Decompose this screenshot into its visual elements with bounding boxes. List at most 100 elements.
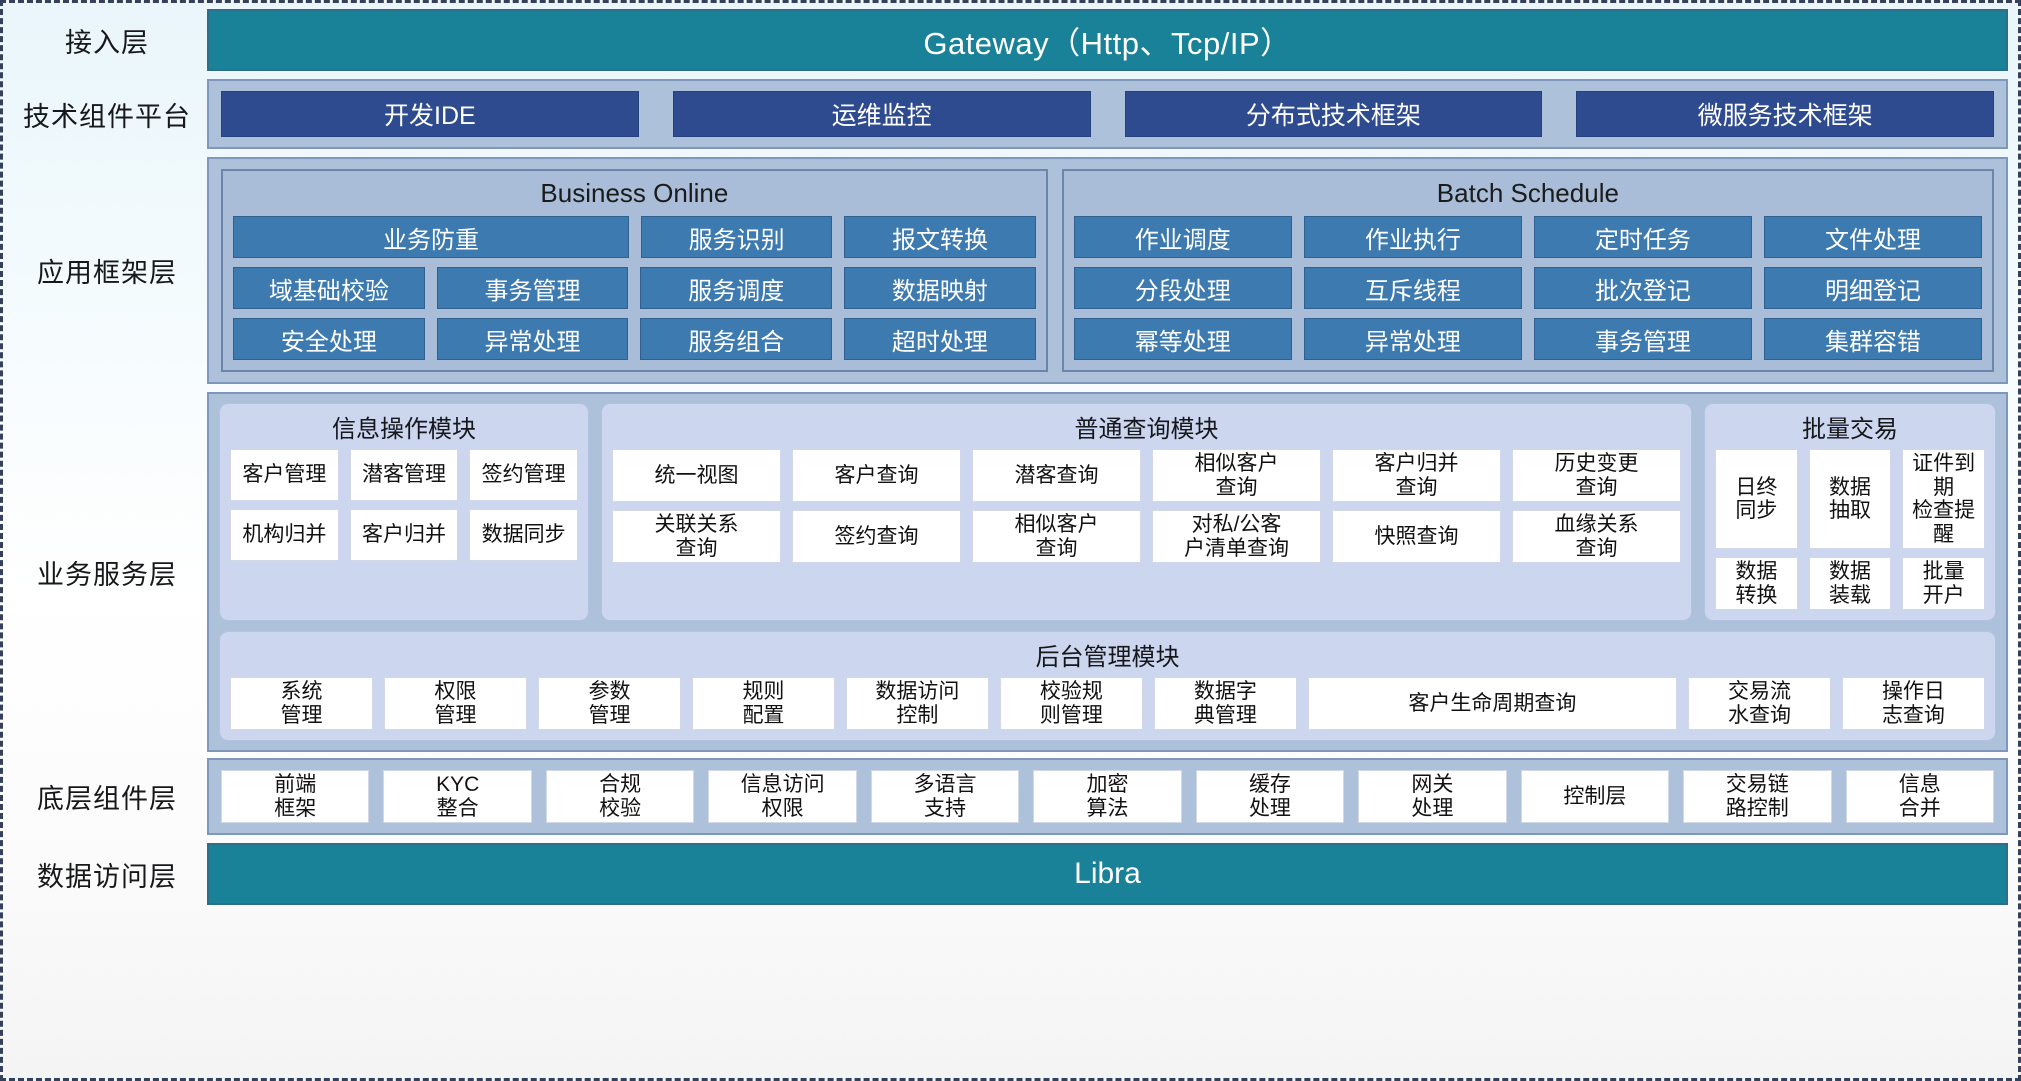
cell-idempotent-processing[interactable]: 幂等处理 [1073, 318, 1292, 360]
cell-data-mapping[interactable]: 数据映射 [844, 267, 1036, 309]
cell-control-layer[interactable]: 控制层 [1520, 770, 1670, 824]
cell-domain-validation[interactable]: 域基础校验 [233, 267, 425, 309]
cell-business-dedup[interactable]: 业务防重 [233, 216, 629, 258]
layer-label-access: 接入层 [65, 27, 149, 59]
cell-transaction-flow-query[interactable]: 交易流 水查询 [1687, 677, 1831, 731]
cell-unified-view[interactable]: 统一视图 [612, 449, 781, 503]
cell-kyc-integration[interactable]: KYC 整合 [383, 770, 532, 824]
grid-row: 作业调度 作业执行 定时任务 文件处理 [1073, 216, 1982, 258]
cell-service-scheduling[interactable]: 服务调度 [640, 267, 833, 309]
cell-data-sync[interactable]: 数据同步 [469, 509, 579, 561]
spacer [7, 835, 2008, 843]
tech-button-ops-monitor[interactable]: 运维监控 [672, 91, 1091, 137]
cell-info-access-permission[interactable]: 信息访问 权限 [708, 770, 857, 824]
cell-prospect-management[interactable]: 潜客管理 [349, 449, 459, 501]
cell-data-load[interactable]: 数据 装载 [1808, 557, 1892, 611]
cell-data-access-control[interactable]: 数据访问 控制 [845, 677, 989, 731]
cell-transaction-link-control[interactable]: 交易链 路控制 [1683, 770, 1832, 824]
module-row: 关联关系 查询 签约查询 相似客户 查询 对私/公客 户清单查询 快照查询 血缘… [612, 510, 1681, 564]
cell-batch-registration[interactable]: 批次登记 [1533, 267, 1752, 309]
cell-service-composition[interactable]: 服务组合 [640, 318, 833, 360]
cell-detail-registration[interactable]: 明细登记 [1763, 267, 1982, 309]
layer-body-business-service: 信息操作模块 客户管理 潜客管理 签约管理 机构归并 客户归并 数据同步 [207, 392, 2008, 753]
cell-encryption-algorithm[interactable]: 加密 算法 [1033, 770, 1182, 824]
cell-relationship-query[interactable]: 关联关系 查询 [612, 510, 781, 564]
cell-rule-configuration[interactable]: 规则 配置 [691, 677, 835, 731]
cell-mutex-thread[interactable]: 互斥线程 [1303, 267, 1522, 309]
tech-button-distributed-framework[interactable]: 分布式技术框架 [1124, 91, 1543, 137]
cell-operation-log-query[interactable]: 操作日 志查询 [1841, 677, 1985, 731]
layer-access: 接入层 Gateway（Http、Tcp/IP） [7, 9, 2008, 71]
cell-cache-processing[interactable]: 缓存 处理 [1195, 770, 1345, 824]
cell-batch-exception-processing[interactable]: 异常处理 [1303, 318, 1522, 360]
app-framework-panel: Business Online 业务防重 服务识别 报文转换 域基础校验 事务管… [207, 157, 2008, 384]
layer-body-bottom-component: 前端 框架 KYC 整合 合规 校验 信息访问 权限 多语言 支持 加密 算法 … [207, 758, 2008, 836]
tech-button-ide[interactable]: 开发IDE [221, 91, 639, 137]
cell-customer-merge-query[interactable]: 客户归并 查询 [1332, 449, 1501, 503]
cell-customer-query[interactable]: 客户查询 [792, 449, 961, 503]
layer-data-access: 数据访问层 Libra [7, 843, 2008, 906]
cell-data-extract[interactable]: 数据 抽取 [1808, 449, 1892, 550]
cell-lineage-query[interactable]: 血缘关系 查询 [1512, 510, 1681, 564]
grid-row: 分段处理 互斥线程 批次登记 明细登记 [1073, 267, 1982, 309]
module-grid-batch-transaction: 日终 同步 数据 抽取 证件到期 检查提醒 数据 转换 数据 装载 批量 开户 [1715, 449, 1986, 611]
cell-similar-customer-query[interactable]: 相似客户 查询 [1152, 449, 1321, 503]
cell-similar-customer-query-2[interactable]: 相似客户 查询 [972, 510, 1141, 564]
layer-app-framework: 应用框架层 Business Online 业务防重 服务识别 报文转换 域基础… [7, 157, 2008, 384]
cell-segment-processing[interactable]: 分段处理 [1073, 267, 1292, 309]
cell-snapshot-query[interactable]: 快照查询 [1332, 510, 1501, 564]
cell-certificate-expiry-reminder[interactable]: 证件到期 检查提醒 [1902, 449, 1986, 550]
cell-retail-corporate-list-query[interactable]: 对私/公客 户清单查询 [1152, 510, 1321, 564]
cell-contract-query[interactable]: 签约查询 [792, 510, 961, 564]
cell-batch-transaction-management[interactable]: 事务管理 [1533, 318, 1752, 360]
cell-service-identify[interactable]: 服务识别 [640, 216, 833, 258]
cell-timeout-processing[interactable]: 超时处理 [844, 318, 1036, 360]
cell-system-management[interactable]: 系统 管理 [230, 677, 373, 731]
cell-prospect-query[interactable]: 潜客查询 [972, 449, 1141, 503]
cell-customer-merge[interactable]: 客户归并 [349, 509, 459, 561]
module-title-general-query: 普通查询模块 [1074, 416, 1219, 443]
group-grid-business-online: 业务防重 服务识别 报文转换 域基础校验 事务管理 服务调度 数据映射 安全处理 [233, 216, 1036, 360]
gateway-bar: Gateway（Http、Tcp/IP） [207, 9, 2008, 71]
cell-permission-management[interactable]: 权限 管理 [383, 677, 527, 731]
module-row: 日终 同步 数据 抽取 证件到期 检查提醒 [1715, 449, 1986, 550]
cell-org-merge[interactable]: 机构归并 [230, 509, 339, 561]
cell-job-scheduling[interactable]: 作业调度 [1073, 216, 1292, 258]
cell-parameter-management[interactable]: 参数 管理 [537, 677, 681, 731]
cell-batch-account-opening[interactable]: 批量 开户 [1902, 557, 1986, 611]
module-row: 客户管理 潜客管理 签约管理 [230, 449, 579, 501]
grid-row: 幂等处理 异常处理 事务管理 集群容错 [1073, 318, 1982, 360]
cell-validation-rule-management[interactable]: 校验规 则管理 [999, 677, 1143, 731]
cell-security-processing[interactable]: 安全处理 [233, 318, 425, 360]
cell-gateway-processing[interactable]: 网关 处理 [1358, 770, 1507, 824]
cell-history-change-query[interactable]: 历史变更 查询 [1512, 449, 1681, 503]
module-general-query: 普通查询模块 统一视图 客户查询 潜客查询 相似客户 查询 客户归并 查询 历史… [601, 403, 1692, 622]
cell-frontend-framework[interactable]: 前端 框架 [221, 770, 370, 824]
cell-message-transform[interactable]: 报文转换 [844, 216, 1036, 258]
cell-data-dictionary-management[interactable]: 数据字 典管理 [1153, 677, 1297, 731]
cell-customer-lifecycle-query[interactable]: 客户生命周期查询 [1307, 677, 1677, 731]
cell-info-merge[interactable]: 信息 合并 [1845, 770, 1994, 824]
cell-exception-processing[interactable]: 异常处理 [436, 318, 629, 360]
spacer [7, 71, 2008, 79]
grid-row: 域基础校验 事务管理 服务调度 数据映射 [233, 267, 1036, 309]
module-row: 数据 转换 数据 装载 批量 开户 [1715, 557, 1986, 611]
cell-compliance-validation[interactable]: 合规 校验 [545, 770, 695, 824]
module-row: 机构归并 客户归并 数据同步 [230, 509, 579, 561]
module-info-operation: 信息操作模块 客户管理 潜客管理 签约管理 机构归并 客户归并 数据同步 [219, 403, 589, 622]
group-title-business-online: Business Online [540, 178, 729, 208]
tech-button-microservice-framework[interactable]: 微服务技术框架 [1576, 91, 1994, 137]
grid-row: 业务防重 服务识别 报文转换 [233, 216, 1036, 258]
cell-data-transform[interactable]: 数据 转换 [1715, 557, 1798, 611]
grid-row: 安全处理 异常处理 服务组合 超时处理 [233, 318, 1036, 360]
cell-file-processing[interactable]: 文件处理 [1763, 216, 1982, 258]
cell-contract-management[interactable]: 签约管理 [469, 449, 579, 501]
group-title-batch-schedule: Batch Schedule [1436, 178, 1619, 208]
cell-customer-management[interactable]: 客户管理 [230, 449, 339, 501]
cell-multilanguage-support[interactable]: 多语言 支持 [870, 770, 1020, 824]
cell-job-execution[interactable]: 作业执行 [1303, 216, 1522, 258]
cell-timed-task[interactable]: 定时任务 [1533, 216, 1752, 258]
cell-cluster-fault-tolerance[interactable]: 集群容错 [1763, 318, 1982, 360]
cell-eod-sync[interactable]: 日终 同步 [1715, 449, 1798, 550]
cell-transaction-management[interactable]: 事务管理 [436, 267, 629, 309]
